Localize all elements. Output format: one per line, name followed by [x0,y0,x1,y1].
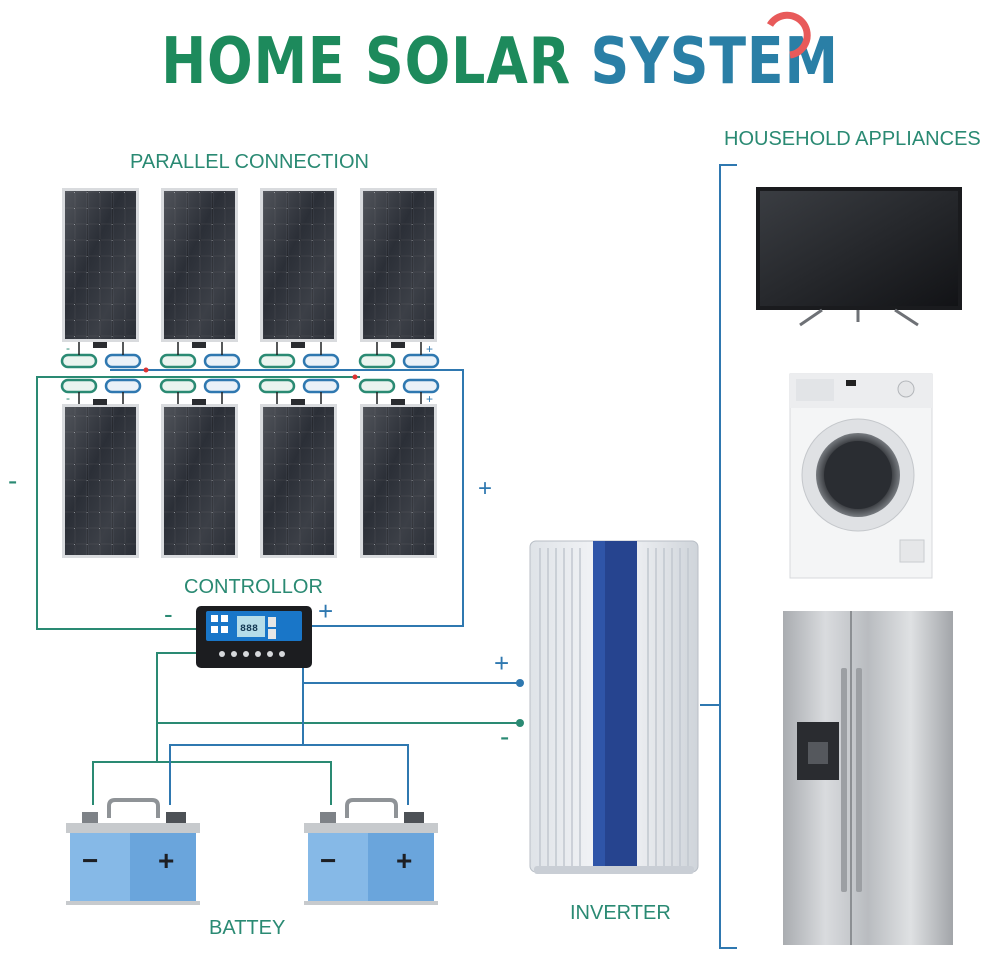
solar-panel [360,188,437,342]
controller-positive-sign: + [318,596,333,626]
battery-neg-mark: − [320,845,336,876]
appliances-bracket [700,165,737,948]
battery-label: BATTEY [209,917,285,940]
washing-machine-icon [790,374,932,578]
panel-minus-sign: - [66,391,70,405]
solar-panel [260,404,337,558]
controller-label: CONTROLLOR [184,576,323,599]
refrigerator-icon [783,611,953,945]
panel-minus-sign: - [66,341,70,355]
solar-panel [360,404,437,558]
household-appliances-label: HOUSEHOLD APPLIANCES [724,128,981,151]
panel-connectors [62,342,438,404]
solar-panel [62,404,139,558]
battery-pos-mark: + [396,845,412,876]
solar-panel [161,404,238,558]
battery: − + [66,800,200,905]
battery-pos-mark: + [158,845,174,876]
inverter-label: INVERTER [570,902,671,925]
panel-plus-sign: + [426,392,433,406]
junction-red-2 [353,375,358,380]
array-negative-sign: - [8,465,17,496]
television-icon [756,187,962,325]
charge-controller: 888 [196,606,312,668]
panel-plus-sign: + [426,342,433,356]
logo-mark-icon [770,15,807,55]
controller-reading: 888 [240,624,258,635]
inverter [530,541,698,874]
junction-pos [516,679,524,687]
inverter-negative-sign: - [500,721,509,752]
battery-neg-mark: − [82,845,98,876]
solar-panel [62,188,139,342]
solar-panel [161,188,238,342]
junction-neg [516,719,524,727]
wire-battery-pos [170,745,408,805]
solar-panel [260,188,337,342]
solar-panel-array [62,188,437,558]
battery: − + [304,800,438,905]
controller-negative-sign: - [164,599,173,629]
parallel-connection-label: PARALLEL CONNECTION [130,151,369,174]
array-positive-sign: + [478,475,492,502]
inverter-positive-sign: + [494,648,509,678]
junction-red-1 [144,368,149,373]
